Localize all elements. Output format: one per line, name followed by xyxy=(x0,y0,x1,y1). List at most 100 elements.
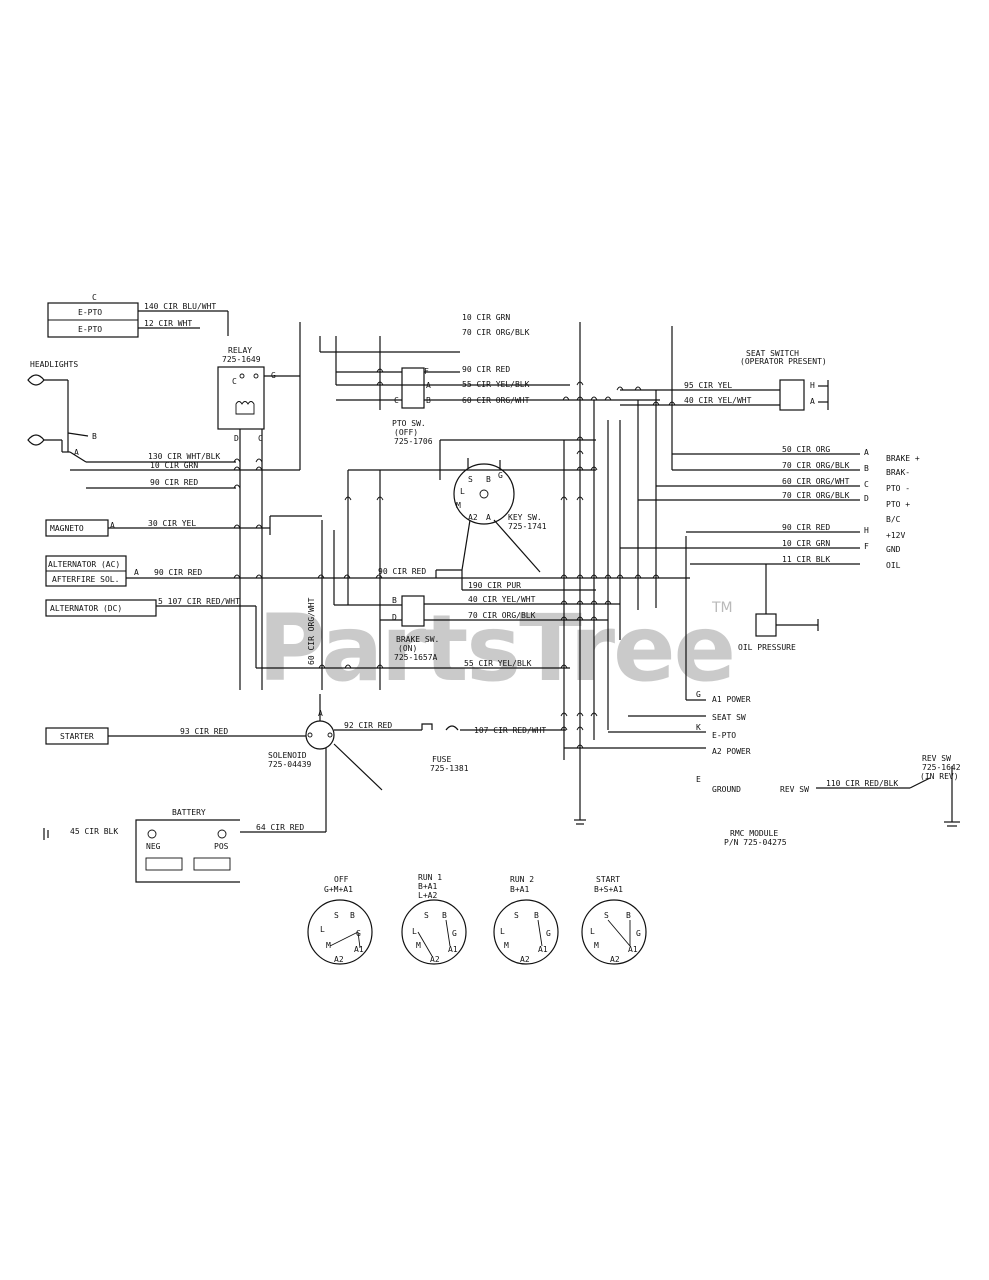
wire-label: 140 CIR BLU/WHT xyxy=(144,302,216,311)
watermark: PartsTree xyxy=(258,595,734,702)
connector-row-1: E-PTO xyxy=(78,308,102,317)
key-position-combo: B+S+A1 xyxy=(594,885,623,894)
rmc-pin-label: BRAKE + xyxy=(886,454,920,463)
wire-label: 12 CIR WHT xyxy=(144,319,192,328)
magneto-label: MAGNETO xyxy=(50,524,84,533)
alternator-dc-label: ALTERNATOR (DC) xyxy=(50,604,122,613)
key-pin-letter: A2 xyxy=(610,955,620,964)
rmc-pin-letter: F xyxy=(864,542,869,551)
engine-inputs: MAGNETO A 30 CIR YEL ALTERNATOR (AC) AFT… xyxy=(45,519,690,669)
rmc-pin-k: K xyxy=(696,723,701,732)
pto-switch: F A B C PTO SW. (OFF) 725-1706 10 CIR GR… xyxy=(319,313,660,446)
key-position-sub: L+A2 xyxy=(418,891,437,900)
eptc-connector: C E-PTO E-PTO 140 CIR BLU/WHT 12 CIR WHT xyxy=(47,293,229,338)
key-pin-letter: S xyxy=(424,911,429,920)
key-pin-letter: A1 xyxy=(448,945,458,954)
key-pin-a: A xyxy=(486,513,491,522)
wire-label: 190 CIR PUR xyxy=(468,581,521,590)
key-pin-letter: A1 xyxy=(628,945,638,954)
e-pto-label: E-PTO xyxy=(712,731,736,740)
starter-circuit: STARTER 93 CIR RED A 92 CIR RED SOLENOID… xyxy=(45,694,566,832)
key-pin-letter: S xyxy=(334,911,339,920)
wire-label: 110 CIR RED/BLK xyxy=(826,779,898,788)
key-pin-b: B xyxy=(486,475,491,484)
relay-part: 725-1649 xyxy=(222,355,261,364)
key-position-combo: G+M+A1 xyxy=(324,885,353,894)
wire-label: 55 CIR YEL/BLK xyxy=(464,659,532,668)
key-switch-part: 725-1741 xyxy=(508,522,547,531)
key-pin-letter: M xyxy=(416,941,421,950)
key-pin-letter: G xyxy=(546,929,551,938)
starter-label: STARTER xyxy=(60,732,94,741)
rmc-pin-letter: B xyxy=(864,464,869,473)
wire-crossovers xyxy=(233,368,676,749)
alternator-ac-label: ALTERNATOR (AC) xyxy=(48,560,120,569)
middle-wires: 90 CIR RED 190 CIR PUR 40 CIR YEL/WHT 70… xyxy=(307,567,620,668)
wire-label: 90 CIR RED xyxy=(782,523,830,532)
key-pin-m: M xyxy=(456,501,461,510)
wire-label: 55 CIR YEL/BLK xyxy=(462,380,530,389)
wire-label: 60 CIR ORG/WHT xyxy=(782,477,850,486)
relay-pin-c2: C xyxy=(258,434,263,443)
wire-label: 64 CIR RED xyxy=(256,823,304,832)
rev-sw-title: REV SW xyxy=(922,754,951,763)
wire-label: 93 CIR RED xyxy=(180,727,228,736)
seat-switch: SEAT SWITCH (OPERATOR PRESENT) H A 95 CI… xyxy=(620,349,829,411)
pto-title: PTO SW. xyxy=(392,419,426,428)
wire-label: 90 CIR RED xyxy=(378,567,426,576)
key-pin-l: L xyxy=(460,487,465,496)
key-pin-letter: B xyxy=(626,911,631,920)
key-pin-g: G xyxy=(498,471,503,480)
key-switch-title: KEY SW. xyxy=(508,513,542,522)
wire-label: 50 CIR ORG xyxy=(782,445,830,454)
rmc-pin-letter: C xyxy=(864,480,869,489)
rev-sw-state: (IN REV) xyxy=(920,772,959,781)
key-pin-letter: M xyxy=(326,941,331,950)
wire-label: 10 CIR GRN xyxy=(782,539,830,548)
key-pin-letter: A2 xyxy=(430,955,440,964)
key-pin-letter: B xyxy=(534,911,539,920)
key-pin-letter: S xyxy=(514,911,519,920)
key-pin-letter: M xyxy=(504,941,509,950)
wire-label: 70 CIR ORG/BLK xyxy=(782,461,850,470)
solenoid-title: SOLENOID xyxy=(268,751,307,760)
wire-label: 40 CIR YEL/WHT xyxy=(684,396,752,405)
wire-label: 60 CIR ORG/WHT xyxy=(307,597,316,665)
wire-label: 40 CIR YEL/WHT xyxy=(468,595,536,604)
rmc-pin-g: G xyxy=(696,690,701,699)
key-pin-letter: M xyxy=(594,941,599,950)
oil-pressure-label: OIL PRESSURE xyxy=(738,643,796,652)
wire-label: 70 CIR ORG/BLK xyxy=(462,328,530,337)
rmc-pin-label: +12V xyxy=(886,531,905,540)
brake-pin-d: D xyxy=(392,613,397,622)
battery: BATTERY NEG POS 45 CIR BLK 64 CIR RED xyxy=(43,808,326,883)
key-position-name: RUN 1 xyxy=(418,873,442,882)
brake-part: 725-1657A xyxy=(394,653,438,662)
wire-label: 10 CIR GRN xyxy=(150,461,198,470)
headlights-title: HEADLIGHTS xyxy=(30,360,78,369)
key-pin-a2: A2 xyxy=(468,513,478,522)
rmc-pin-label: B/C xyxy=(886,515,901,524)
ground-label: GROUND xyxy=(712,785,741,794)
key-position-name: START xyxy=(596,875,620,884)
key-pin-letter: G xyxy=(452,929,457,938)
vertical-buses xyxy=(269,322,687,825)
fuse-title: FUSE xyxy=(432,755,451,764)
brake-state: (ON) xyxy=(398,644,417,653)
wire-label: 60 CIR ORG/WHT xyxy=(462,396,530,405)
battery-title: BATTERY xyxy=(172,808,206,817)
rmc-pin-label: GND xyxy=(886,545,901,554)
wire-label: 90 CIR RED xyxy=(154,568,202,577)
wire-label: 92 CIR RED xyxy=(344,721,392,730)
key-position-combo: B+A1 xyxy=(510,885,529,894)
rmc-module-title: RMC MODULE xyxy=(730,829,778,838)
solenoid-part: 725-04439 xyxy=(268,760,312,769)
key-pin-letter: A1 xyxy=(538,945,548,954)
rmc-pin-label: BRAK- xyxy=(886,468,910,477)
pto-part: 725-1706 xyxy=(394,437,433,446)
key-position-name: RUN 2 xyxy=(510,875,534,884)
wire-label: 130 CIR WHT/BLK xyxy=(148,452,220,461)
key-pin-letter: L xyxy=(320,925,325,934)
battery-neg: NEG xyxy=(146,842,161,851)
